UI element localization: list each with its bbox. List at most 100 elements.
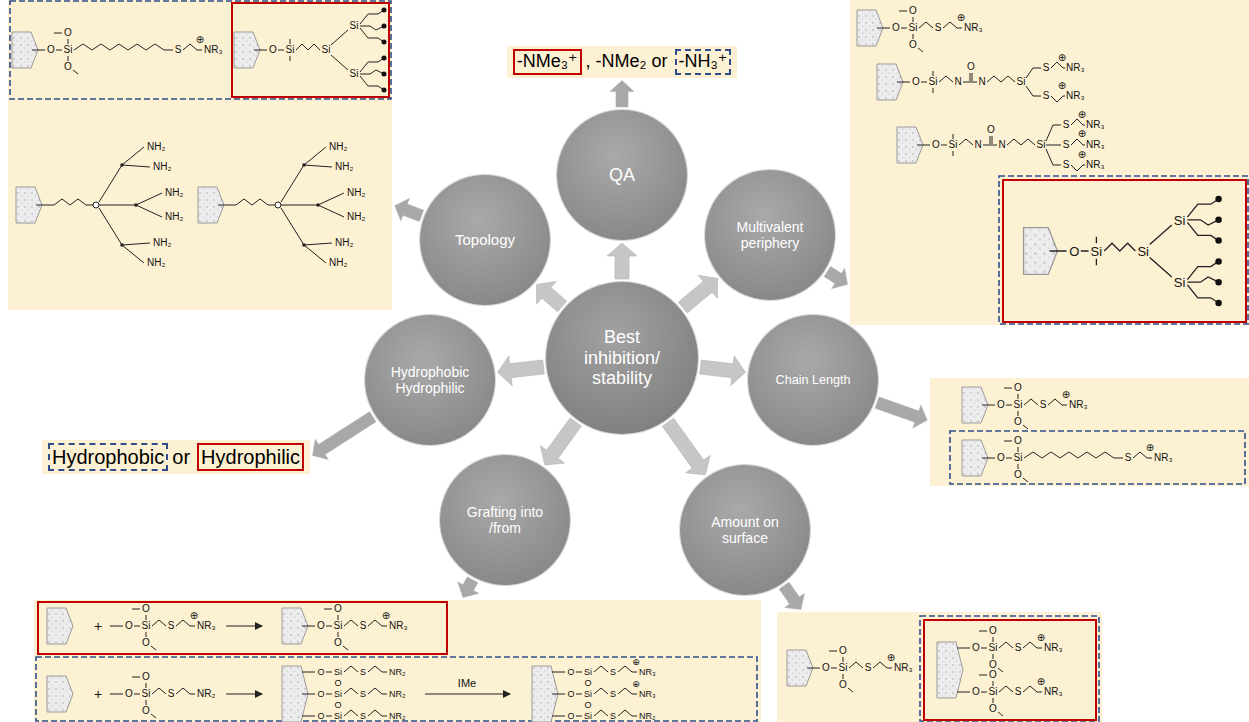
atom-label: ⊕ <box>1078 150 1086 160</box>
grafting-panel: +OSiOOS⊕NR₃OSiOOS⊕NR₃+OSiOOSNR₂OSiSNR₂OS… <box>34 600 761 722</box>
linker-bonds <box>982 388 1067 429</box>
block-arrow <box>395 198 424 221</box>
circle-label-group: Multivalent periphery <box>720 219 820 251</box>
long-linker-bonds <box>982 441 1152 482</box>
reaction-arrow <box>226 693 262 694</box>
long-linker-bonds <box>32 33 202 74</box>
block-arrow <box>700 356 746 386</box>
atom-label: Si <box>350 21 359 31</box>
atom-label: NR₃ <box>1044 643 1063 653</box>
block-arrow <box>779 582 804 609</box>
atom-label: Si <box>64 45 73 55</box>
atom-label: NR₃ <box>1086 120 1105 130</box>
atom-label: O <box>125 621 133 631</box>
atom-label: N <box>954 77 961 87</box>
block-arrow <box>607 243 637 279</box>
atom-label: Si <box>350 69 359 79</box>
circle-label: Hydrophobic Hydrophilic <box>380 364 480 396</box>
atom-label: S <box>1063 140 1070 150</box>
atom-label: Si <box>334 668 342 677</box>
circle-label-group: QA <box>572 165 672 186</box>
atom-label: Si <box>929 77 938 87</box>
linker-bonds <box>877 11 962 52</box>
center-circle: Best inhibition/ stability <box>546 282 698 434</box>
blue-dashed-box <box>10 1 391 99</box>
pamam-dendron-bonds <box>36 147 162 263</box>
atom-label: NR₃ <box>197 621 216 631</box>
atom-label: NR₃ <box>1044 687 1063 697</box>
panel-ground <box>8 0 392 310</box>
atom-label: O <box>1014 436 1022 446</box>
block-arrow <box>662 418 710 475</box>
atom-label: O <box>972 643 980 653</box>
circle-label: Grafting into /from <box>455 504 555 536</box>
blue-dashed-box <box>920 616 1099 721</box>
block-arrow <box>498 356 545 386</box>
atom-label: ⊕ <box>1062 390 1070 400</box>
atom-label: NR₂ <box>639 712 656 721</box>
atom-label: O <box>584 679 591 688</box>
atom-label: ⊕ <box>382 611 390 621</box>
atom-label: ⊕ <box>1037 633 1045 643</box>
linker-bonds <box>110 677 195 718</box>
factor-circle: Grafting into /from <box>440 455 570 585</box>
atom-label: ⊕ <box>190 611 198 621</box>
multivalent-panel: OSiOOS⊕NR₃OSiNONSiS⊕NR₃S⊕NR₃OSiNONSiS⊕NR… <box>850 0 1249 325</box>
amount-panel: OSiOOS⊕NR₃OSiOOS⊕NR₃OSiOOS⊕NR₃ <box>777 612 1102 722</box>
atom-label: S <box>1125 453 1132 463</box>
atom-label: O <box>142 638 150 648</box>
atom-label: S <box>1063 120 1070 130</box>
atom-label: O <box>967 62 975 72</box>
atom-label: O <box>989 704 997 714</box>
atom-label: S <box>360 621 367 631</box>
atom-label: S <box>1043 63 1050 73</box>
atom-label: O <box>989 626 997 636</box>
atom-label: S <box>175 45 182 55</box>
linker-bonds <box>110 609 195 650</box>
atom-label: O <box>317 668 324 677</box>
atom-label: O <box>334 638 342 648</box>
atom-label: O <box>334 701 341 710</box>
atom-label: NR₂ <box>389 668 406 677</box>
atom-label: NR₃ <box>204 45 223 55</box>
atom-label: O <box>567 690 574 699</box>
atom-label: Si <box>584 690 592 699</box>
atom-label: N <box>978 77 985 87</box>
atom-label: ⊕ <box>632 680 640 689</box>
atom-label: Si <box>584 712 592 721</box>
reaction-label: + <box>94 687 102 701</box>
atom-label: O <box>317 690 324 699</box>
reaction-arrow <box>226 625 262 626</box>
atom-label: Si <box>286 45 295 55</box>
atom-label: O <box>972 687 980 697</box>
circle-label: Multivalent periphery <box>720 219 820 251</box>
atom-label: O <box>987 125 995 135</box>
atom-label: N <box>998 140 1005 150</box>
atom-label: Si <box>1017 77 1026 87</box>
atom-label: NH₂ <box>329 258 347 268</box>
atom-label: O <box>909 40 917 50</box>
atom-label: O <box>912 77 920 87</box>
circle-label: Topology <box>435 231 535 248</box>
panel-ground <box>930 378 1249 486</box>
atom-label: S <box>1015 687 1022 697</box>
atom-label: O <box>822 663 830 673</box>
atom-label: O <box>1014 470 1022 480</box>
block-arrow <box>678 275 717 313</box>
circle-label-group: Chain Length <box>755 373 871 387</box>
atom-label: Si <box>1174 276 1186 289</box>
red-box <box>38 602 447 654</box>
atom-label: ⊕ <box>1146 443 1154 453</box>
branched-linker-bonds <box>917 119 1085 171</box>
panel-ground <box>850 0 1249 325</box>
factor-circle: QA <box>557 110 687 240</box>
atom-label: O <box>989 670 997 680</box>
red-box <box>924 620 1096 720</box>
atom-label: Si <box>1174 213 1186 226</box>
atom-label: S <box>1040 400 1047 410</box>
atom-label: NH₂ <box>335 162 353 172</box>
atom-label: Si <box>334 712 342 721</box>
blue-dashed-box <box>950 431 1245 484</box>
block-arrow <box>313 412 376 460</box>
atom-label: ⊕ <box>887 653 895 663</box>
